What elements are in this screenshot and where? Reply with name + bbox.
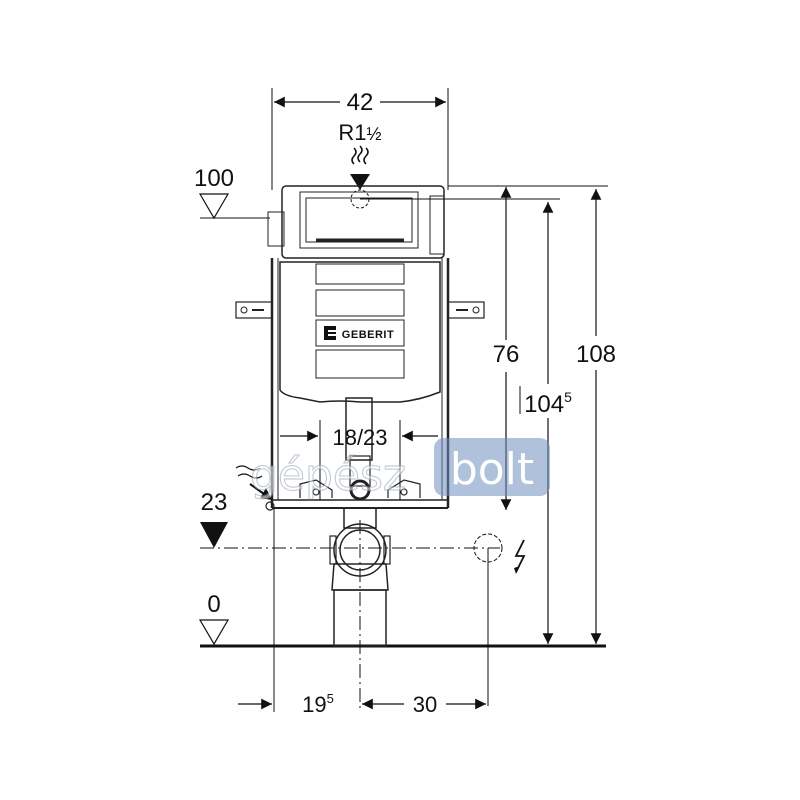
watermark-logo: gépész bolt	[249, 438, 550, 502]
svg-text:R1½: R1½	[338, 120, 381, 145]
watermark-text-2: bolt	[450, 444, 534, 495]
geberit-logo: GEBERIT	[315, 319, 405, 347]
dimension-height-104: 1045	[519, 198, 572, 644]
offset-30-label: 30	[413, 692, 437, 717]
height-108-label: 108	[576, 341, 616, 368]
connection-fraction: ½	[367, 124, 382, 144]
height-104-sup: 5	[564, 389, 572, 405]
height-76-label: 76	[493, 341, 520, 368]
level-marker-23: 23	[200, 489, 500, 549]
drain-spacing-label: 18/23	[332, 425, 387, 450]
level-top-label: 100	[194, 165, 234, 192]
water-wave-icon	[351, 145, 369, 165]
svg-text:1045: 1045	[524, 389, 572, 418]
geberit-logo-text: GEBERIT	[342, 329, 394, 341]
level-marker-0: 0	[198, 591, 230, 646]
level-mid-label: 23	[201, 489, 228, 516]
water-wave-icon-2	[235, 465, 263, 479]
inlet-arrow	[235, 465, 272, 500]
lightning-icon	[514, 539, 526, 573]
water-connection-marker: R1½	[338, 120, 382, 209]
dimension-top-width: 42	[271, 88, 449, 190]
electric-connection	[473, 533, 526, 706]
top-width-label: 42	[347, 89, 374, 116]
dimension-height-76: 76	[360, 187, 520, 510]
height-104-label: 104	[524, 391, 564, 418]
dimension-bottom-offsets: 195 30	[238, 508, 486, 717]
svg-text:195: 195	[302, 691, 334, 717]
level-floor-label: 0	[207, 591, 220, 618]
dimension-height-108: 108	[448, 185, 616, 644]
offset-19-sup: 5	[327, 691, 334, 706]
connection-label: R1	[338, 120, 366, 145]
level-marker-100: 100	[194, 165, 270, 220]
offset-19-label: 19	[302, 692, 326, 717]
dimension-drain-spacing: 18/23	[280, 420, 438, 500]
watermark-text-1: gépész	[250, 450, 406, 501]
